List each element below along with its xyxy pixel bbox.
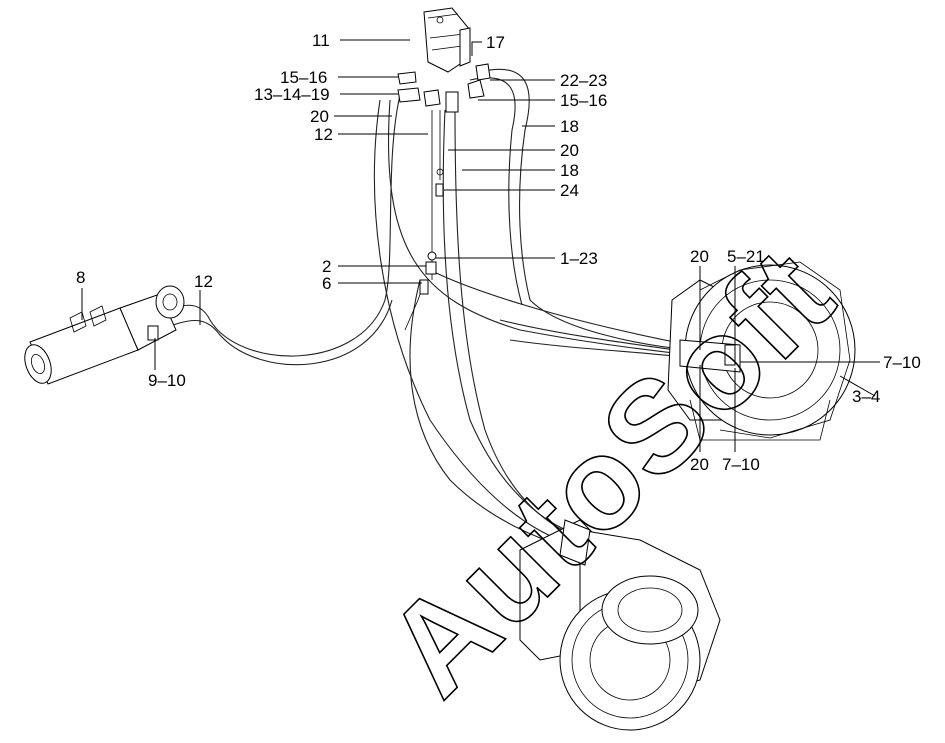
callout-7-10-right: 7–10 [883, 353, 921, 372]
hose-lines [154, 68, 691, 551]
callout-24: 24 [560, 181, 579, 200]
right-sprocket-assembly [667, 261, 856, 441]
callout-5-21: 5–21 [727, 247, 765, 266]
callout-12-left: 12 [194, 272, 213, 291]
callout-20-right-top: 20 [690, 247, 709, 266]
callout-labels: 11 17 15–16 22–23 13–14–19 15–16 20 18 1… [76, 31, 921, 474]
callout-3-4: 3–4 [852, 387, 880, 406]
callout-18-top: 18 [560, 117, 579, 136]
callout-15-16-left: 15–16 [280, 68, 327, 87]
callout-1-23: 1–23 [560, 249, 598, 268]
callout-7-10-bottom: 7–10 [722, 455, 760, 474]
valve-block [397, 7, 491, 295]
callout-11: 11 [312, 31, 330, 50]
callout-17: 17 [486, 33, 505, 52]
callout-20-top: 20 [310, 107, 329, 126]
callout-13-14-19: 13–14–19 [254, 85, 330, 104]
callout-18-mid: 18 [560, 161, 579, 180]
callout-15-16-right: 15–16 [560, 91, 607, 110]
callout-22-23: 22–23 [560, 71, 607, 90]
callout-12-top: 12 [314, 125, 333, 144]
callout-2: 2 [322, 257, 331, 276]
hydraulic-cylinder [24, 285, 185, 385]
bottom-sprocket-assembly [519, 519, 721, 731]
callout-20-right-bottom: 20 [690, 455, 709, 474]
callout-8: 8 [76, 268, 85, 287]
callout-20-mid: 20 [560, 141, 579, 160]
callout-9-10: 9–10 [148, 371, 186, 390]
leader-lines [81, 39, 880, 452]
callout-6: 6 [322, 274, 331, 293]
